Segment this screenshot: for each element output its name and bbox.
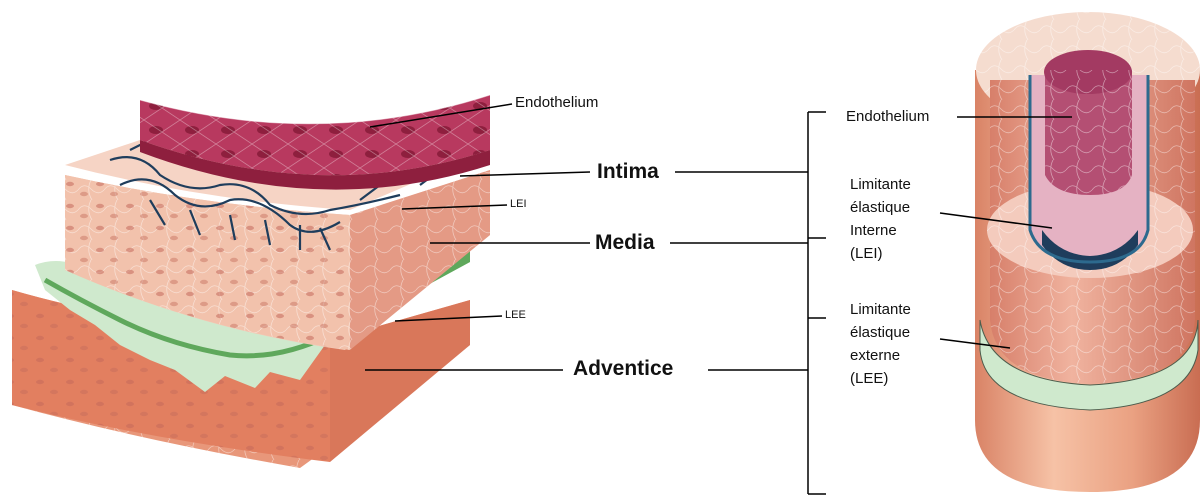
intima-label: Intima [597, 160, 659, 184]
lee-line-2: élastique [850, 321, 911, 344]
vessel-cylinder [975, 12, 1200, 492]
endothelium-label-left: Endothelium [515, 94, 598, 111]
left-block [12, 95, 490, 468]
bracket [670, 112, 826, 494]
lei-label-right: Limitante élastique Interne (LEI) [850, 173, 911, 265]
media-label: Media [595, 231, 655, 255]
lee-line-1: Limitante [850, 298, 911, 321]
lee-line-3: externe [850, 344, 911, 367]
lei-line-2: élastique [850, 196, 911, 219]
lee-label-left: LEE [505, 309, 526, 321]
lei-line-1: Limitante [850, 173, 911, 196]
adventice-label: Adventice [573, 357, 673, 381]
endothelium-label-right: Endothelium [846, 108, 929, 125]
lee-label-right: Limitante élastique externe (LEE) [850, 298, 911, 390]
lei-label-left: LEI [510, 198, 527, 210]
lei-line-3: Interne [850, 219, 911, 242]
lee-line-4: (LEE) [850, 367, 911, 390]
lei-line-4: (LEI) [850, 242, 911, 265]
